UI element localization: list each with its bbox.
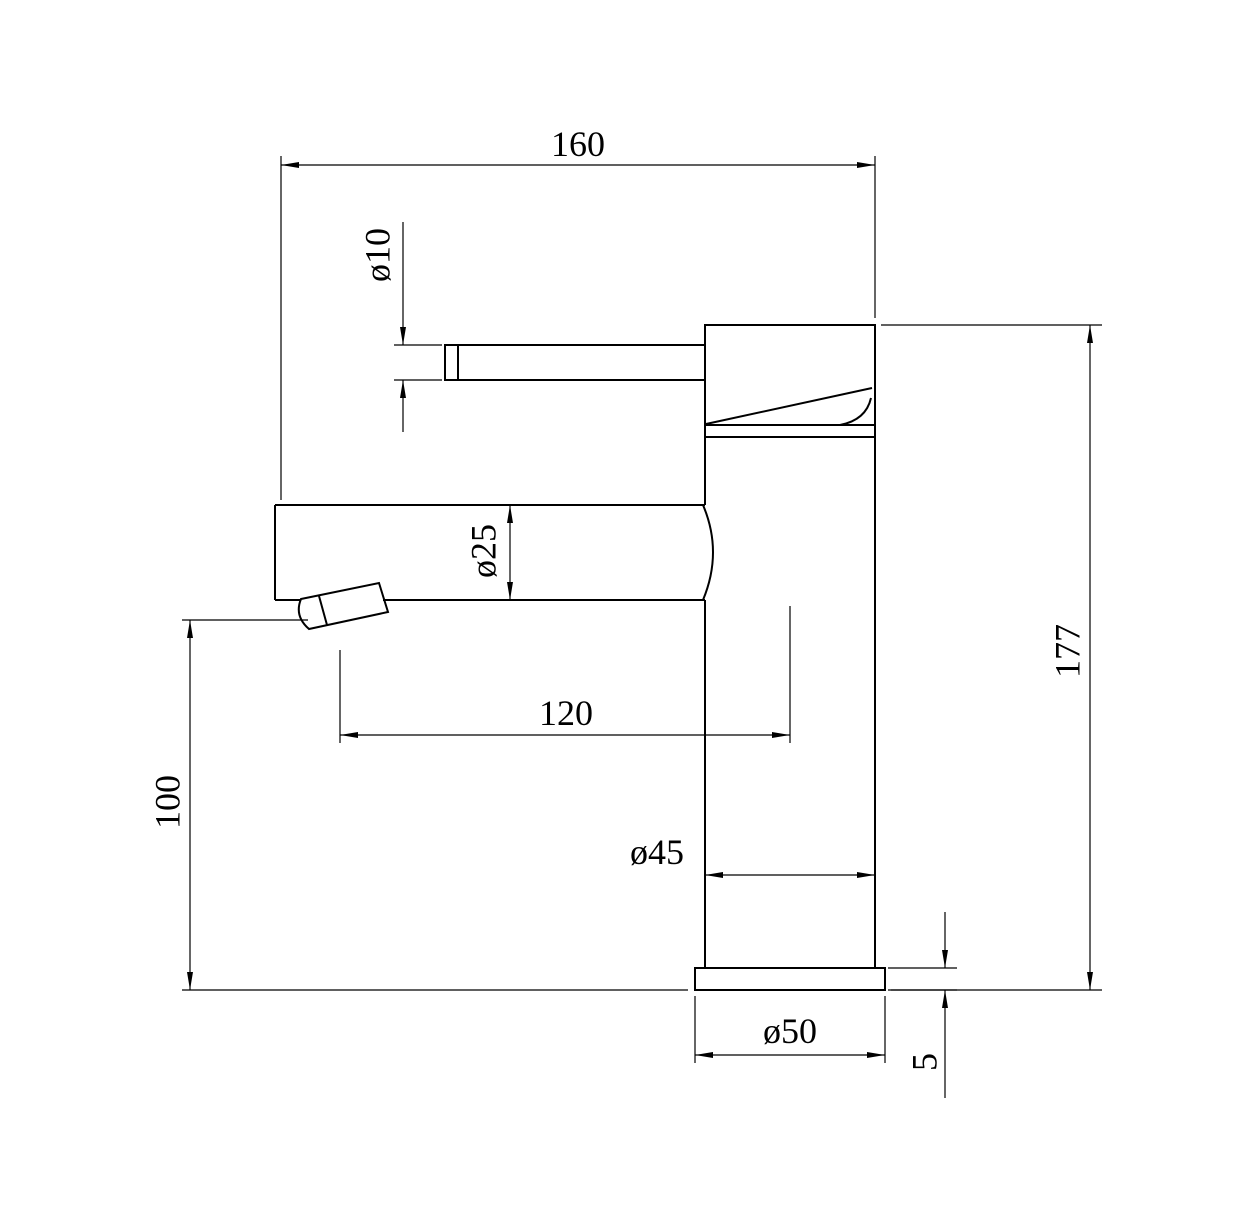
dim-o45-label: ø45 — [630, 832, 684, 872]
dim-100-label: 100 — [147, 775, 187, 829]
dim-spout-dia: ø25 — [463, 505, 513, 600]
handle-lever — [444, 344, 706, 381]
dim-o50-label: ø50 — [763, 1011, 817, 1051]
dim-o25-label: ø25 — [463, 524, 503, 578]
dim-o10-label: ø10 — [357, 228, 397, 282]
dim-body-dia: ø45 — [630, 832, 875, 878]
handle-base-arc — [839, 397, 872, 426]
faucet-outline — [274, 324, 886, 991]
cartridge-body — [704, 324, 876, 426]
dim-base-dia: ø50 — [694, 996, 886, 1063]
dim-handle-dia: ø10 — [357, 222, 442, 432]
aerator-divider — [318, 595, 328, 626]
handle-base-diagonal — [705, 387, 873, 425]
dim-spout-reach: 120 — [339, 606, 791, 743]
dim-5-label: 5 — [904, 1053, 944, 1071]
dim-overall-height: 177 — [881, 324, 1102, 991]
dim-base-thickness: 5 — [888, 912, 957, 1098]
dim-spout-height: 100 — [147, 619, 688, 991]
dim-160-label: 160 — [551, 124, 605, 164]
dim-120-label: 120 — [539, 693, 593, 733]
base-flange — [694, 967, 886, 991]
aerator — [297, 581, 390, 631]
dim-overall-width: 160 — [280, 124, 876, 500]
spout-body-fillet — [702, 504, 714, 601]
dim-177-label: 177 — [1047, 624, 1087, 678]
